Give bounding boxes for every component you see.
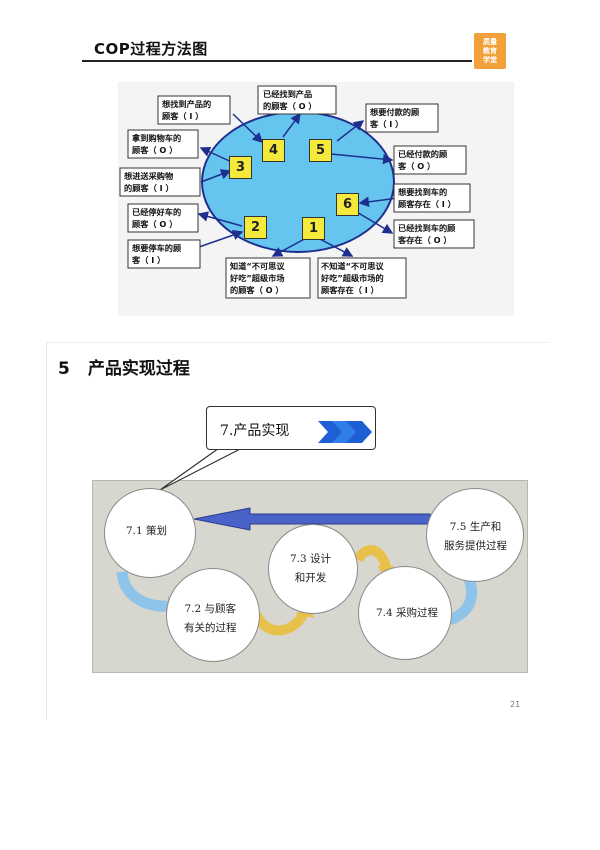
- label-line: 的顾客（ I ）: [124, 183, 174, 193]
- section-number: 5: [58, 359, 70, 379]
- label-line: 的顾客（ O ）: [263, 101, 317, 111]
- logo: 质量 教育 学堂: [474, 33, 506, 69]
- label-line: 知道“不可思议: [230, 261, 285, 271]
- label-line: 顾客（ O ）: [132, 219, 178, 229]
- circle-7-2: [166, 568, 260, 662]
- label-line: 拿到购物车的: [132, 133, 182, 143]
- label-line: 顾客存在（ I ）: [321, 285, 379, 295]
- logo-line: 质量: [483, 38, 497, 46]
- cop-label-boxes: [119, 85, 475, 299]
- return-arrow: [193, 507, 431, 531]
- step-7-4: 7.4 采购过程: [376, 607, 439, 619]
- label-line: 客（ I ）: [370, 119, 404, 129]
- label-line: 好吃”超级市场: [230, 273, 285, 283]
- label-want-park: 想要停车的顾 客（ I ）: [132, 242, 181, 266]
- label-line: 想要付款的顾: [370, 107, 420, 117]
- label-found-car: 已经找到车的顾 客存在（ O ）: [398, 222, 455, 246]
- step-7-3: 7.3 设计 和开发: [290, 550, 331, 588]
- label-line: 已经付款的顾: [398, 149, 448, 159]
- callout-title: 7.产品实现: [220, 423, 290, 439]
- cop-arrows: [197, 112, 399, 257]
- circle-7-3: [268, 524, 358, 614]
- step-7-2: 7.2 与顾客 有关的过程: [184, 600, 237, 638]
- label-line: 顾客（ I ）: [162, 111, 204, 121]
- label-parked: 已经停好车的 顾客（ O ）: [132, 206, 181, 230]
- title-rule: [82, 60, 472, 62]
- step-number-2: 2: [244, 216, 267, 239]
- section-title: 产品实现过程: [87, 359, 190, 379]
- step-line: 和开发: [294, 572, 327, 584]
- label-line: 已经停好车的: [132, 207, 182, 217]
- label-line: 的顾客（ O ）: [230, 285, 284, 295]
- label-line: 不知道“不可思议: [321, 261, 384, 271]
- step-number-4: 4: [262, 139, 285, 162]
- page-number: 21: [510, 700, 521, 709]
- arrow-71-72: [116, 571, 173, 612]
- label-paid: 已经付款的顾 客（ O ）: [398, 148, 447, 172]
- step-line: 7.5 生产和: [449, 521, 502, 533]
- logo-line: 教育: [483, 47, 497, 55]
- circle-7-5: [426, 488, 524, 582]
- label-line: 客存在（ O ）: [398, 235, 452, 245]
- step-number-1: 1: [302, 217, 325, 240]
- label-line: 已经找到产品: [263, 89, 313, 99]
- label-line: 客（ O ）: [398, 161, 436, 171]
- label-line: 客（ I ）: [132, 255, 166, 265]
- step-number-3: 3: [229, 156, 252, 179]
- callout-arrows-icon: [318, 421, 372, 443]
- label-line: 顾客（ O ）: [132, 145, 178, 155]
- label-found-product: 已经找到产品 的顾客（ O ）: [263, 88, 317, 112]
- step-7-5: 7.5 生产和 服务提供过程: [444, 518, 507, 556]
- step-line: 有关的过程: [184, 622, 237, 634]
- label-want-pay: 想要付款的顾 客（ I ）: [370, 106, 419, 130]
- label-line: 想要停车的顾: [132, 243, 182, 253]
- label-line: 想进送采购物: [124, 171, 174, 181]
- label-line: 已经找到车的顾: [398, 223, 456, 233]
- arrow-73-74: [353, 545, 391, 570]
- circle-7-1: [104, 488, 196, 578]
- label-not-know-supermarket: 不知道“不可思议 好吃”超级市场的 顾客存在（ I ）: [321, 260, 384, 296]
- arrow-72-73: [251, 609, 309, 636]
- section-heading: 5 产品实现过程: [58, 354, 190, 379]
- circle-7-4: [358, 566, 452, 660]
- page-title: COP过程方法图: [94, 40, 208, 58]
- label-got-cart: 拿到购物车的 顾客（ O ）: [132, 132, 181, 156]
- step-7-1: 7.1 策划: [126, 525, 168, 537]
- step-line: 7.2 与顾客: [184, 603, 237, 615]
- label-line: 想要找到车的: [398, 187, 448, 197]
- label-line: 好吃”超级市场的: [321, 273, 384, 283]
- step-number-5: 5: [309, 139, 332, 162]
- label-line: 顾客存在（ I ）: [398, 199, 456, 209]
- logo-line: 学堂: [483, 56, 497, 64]
- label-know-supermarket: 知道“不可思议 好吃”超级市场 的顾客（ O ）: [230, 260, 285, 296]
- callout-pointer: [159, 445, 247, 491]
- label-want-cart: 想进送采购物 的顾客（ I ）: [124, 170, 174, 194]
- step-number-6: 6: [336, 193, 359, 216]
- step-line: 服务提供过程: [444, 540, 507, 552]
- step-line: 7.3 设计: [290, 553, 332, 565]
- label-want-find-car: 想要找到车的 顾客存在（ I ）: [398, 186, 456, 210]
- label-want-find-product: 想找到产品的 顾客（ I ）: [162, 98, 211, 122]
- label-line: 想找到产品的: [162, 99, 212, 109]
